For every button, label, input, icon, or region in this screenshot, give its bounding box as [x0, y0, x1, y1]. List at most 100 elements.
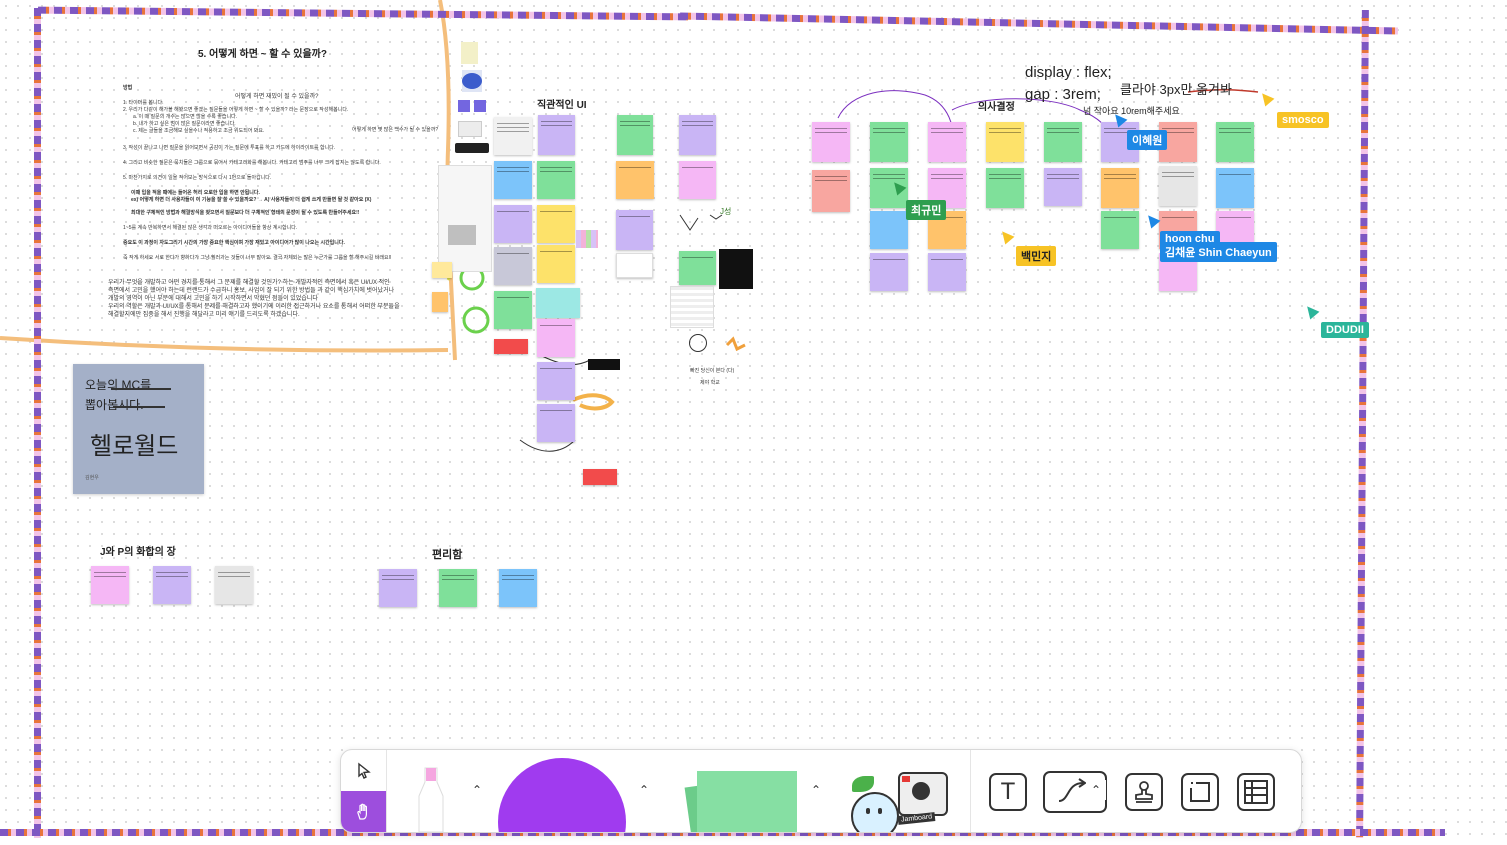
sticky-note[interactable] — [617, 115, 653, 155]
sticky-note[interactable] — [812, 170, 850, 212]
sticky-note[interactable] — [986, 168, 1024, 208]
mc-card[interactable]: 오늘의 MC를 뽑아봅시다. 헬로월드 김현우 — [73, 364, 204, 494]
screenshot-thumb[interactable] — [458, 121, 482, 137]
chevron-up-icon[interactable]: ⌃ — [471, 783, 483, 797]
shape-tool-button[interactable] — [498, 758, 626, 832]
sticky-note[interactable] — [538, 115, 575, 155]
jp-section-title: J와 P의 화합의 장 — [100, 547, 176, 558]
sticky-note[interactable] — [494, 205, 532, 243]
summary-line: 개발의 영역이 아닌 부분에 대해서 고민을 하기 시작하면서 막혔던 점들이 … — [108, 296, 318, 302]
sticky-note[interactable] — [91, 566, 129, 604]
stickers-tool-button[interactable]: Jamboard — [846, 770, 951, 832]
screenshot-thumb[interactable] — [458, 100, 470, 112]
select-tool-button[interactable] — [341, 750, 386, 791]
sticky-note[interactable] — [1044, 122, 1082, 162]
divider — [970, 750, 971, 832]
bottom-toolbar: ⌃ ⌃ ⌃ Jamboard T ⌃ — [340, 749, 1302, 833]
convenience-section-title: 편리함 — [432, 549, 463, 561]
table-tool-frame — [1237, 773, 1275, 811]
sticky-note[interactable] — [986, 122, 1024, 162]
screenshot-thumb[interactable] — [474, 100, 486, 112]
sticky-note[interactable] — [494, 161, 532, 199]
screenshot-thumb[interactable] — [438, 165, 492, 272]
sticky-note[interactable] — [494, 117, 532, 155]
sticky-note[interactable] — [494, 247, 532, 285]
cursor-label-hyewon: 이혜원 — [1127, 130, 1168, 150]
sticky-note[interactable] — [379, 569, 417, 607]
sticky-note[interactable] — [679, 115, 716, 155]
text-tool-button[interactable]: T — [986, 771, 1030, 813]
sticky-note[interactable] — [215, 566, 253, 604]
sticky-note[interactable] — [537, 205, 575, 243]
screenshot-thumb[interactable] — [448, 225, 476, 245]
leaf-sticker-icon — [852, 776, 874, 792]
method-item: 중요도 이 과정이 자도그리기 시간의 가장 중요한 핵심이며 가장 재밌고 아… — [123, 240, 345, 246]
chevron-up-icon[interactable]: ⌃ — [1086, 780, 1106, 800]
dark-screenshot[interactable] — [588, 359, 620, 370]
screenshot-thumb[interactable] — [461, 42, 478, 64]
method-item: 1. 타이머를 봅니다. — [123, 100, 164, 106]
connector-tool-button[interactable] — [1043, 771, 1107, 813]
sticky-stack — [697, 771, 797, 832]
sticky-note[interactable] — [494, 339, 528, 354]
marker-tool-button[interactable] — [401, 762, 461, 832]
sticky-note[interactable] — [870, 122, 908, 162]
sticky-note[interactable] — [537, 161, 575, 199]
sticky-note[interactable] — [870, 168, 908, 208]
chart-thumb[interactable] — [462, 73, 482, 89]
sticky-note[interactable] — [1101, 168, 1139, 208]
sticky-note[interactable] — [537, 404, 575, 442]
screenshot-thumb[interactable] — [455, 143, 489, 153]
summary-line: 측면에서 고민을 했어야 하는데 런랜드가 수급하니 홍보, 사업이 잘 되기 … — [108, 288, 395, 294]
method-question: 어떻게 하면 재밌이 될 수 있을까? — [235, 94, 319, 100]
sticky-note[interactable] — [679, 161, 716, 199]
sticky-note[interactable] — [432, 262, 452, 278]
tape-border-left — [34, 8, 41, 838]
sticky-note-tool-button[interactable] — [671, 767, 799, 832]
note-small: 넘 작아요 10rem해주세요 — [1083, 106, 1180, 116]
cursor-label-gyumin: 최규민 — [906, 200, 947, 220]
sticky-note[interactable] — [537, 362, 575, 400]
sticky-note[interactable] — [928, 253, 966, 291]
sticky-note[interactable] — [1159, 166, 1197, 206]
method-list: 1. 타이머를 봅니다. 2. 우리가 다같이 해가볼 해봤으면 좋겠는 질문들… — [123, 100, 403, 262]
divider — [386, 750, 387, 832]
sticky-note[interactable] — [494, 291, 532, 329]
sticky-note[interactable] — [616, 210, 653, 250]
sticky-note[interactable] — [679, 251, 716, 285]
sticky-note[interactable] — [928, 122, 966, 162]
sticky-note[interactable] — [1216, 168, 1254, 208]
section-icon — [1190, 782, 1210, 802]
method-item: c. 제는 글들을 조금해보 싶을수나 적용하고 조금 위도되어 봐요. — [133, 128, 265, 134]
sticky-note[interactable] — [537, 319, 575, 357]
sticky-note[interactable] — [616, 253, 653, 278]
table-tool-button[interactable] — [1235, 771, 1277, 813]
sticky-note[interactable] — [812, 122, 850, 162]
sticky-note[interactable] — [616, 161, 654, 199]
stamp-tool-frame — [1125, 773, 1163, 811]
sticky-note[interactable] — [583, 469, 617, 485]
hand-tool-button[interactable] — [341, 791, 386, 832]
summary-line: 우리의 역할은 개발과 UI/UX를 통해서 문제를 해결하고자 했이기에 이러… — [108, 304, 400, 310]
chevron-up-icon[interactable]: ⌃ — [810, 783, 822, 797]
sticky-note[interactable] — [870, 211, 908, 249]
sticky-note[interactable] — [1044, 168, 1082, 206]
sticky-note[interactable] — [432, 292, 448, 312]
sticky-note[interactable] — [1101, 211, 1139, 249]
dark-screenshot[interactable] — [719, 249, 753, 289]
sticky-note[interactable] — [499, 569, 537, 607]
phone-screens[interactable] — [670, 286, 714, 328]
method-item: ex) 어떻게 하면 더 사용자들이 이 기능을 잘 쓸 수 있을까요? → A… — [131, 197, 372, 203]
bottom-label: 제야 학교 — [700, 380, 720, 386]
section-tool-button[interactable] — [1179, 771, 1221, 813]
sticky-note[interactable] — [536, 288, 580, 318]
sticky-note[interactable] — [870, 253, 908, 291]
sticky-note[interactable] — [537, 245, 575, 283]
sticky-note[interactable] — [153, 566, 191, 604]
chevron-up-icon[interactable]: ⌃ — [638, 783, 650, 797]
sticky-note[interactable] — [1216, 122, 1254, 162]
stamp-tool-button[interactable] — [1123, 771, 1165, 813]
sticky-note[interactable] — [439, 569, 477, 607]
camera-flash — [902, 776, 910, 782]
